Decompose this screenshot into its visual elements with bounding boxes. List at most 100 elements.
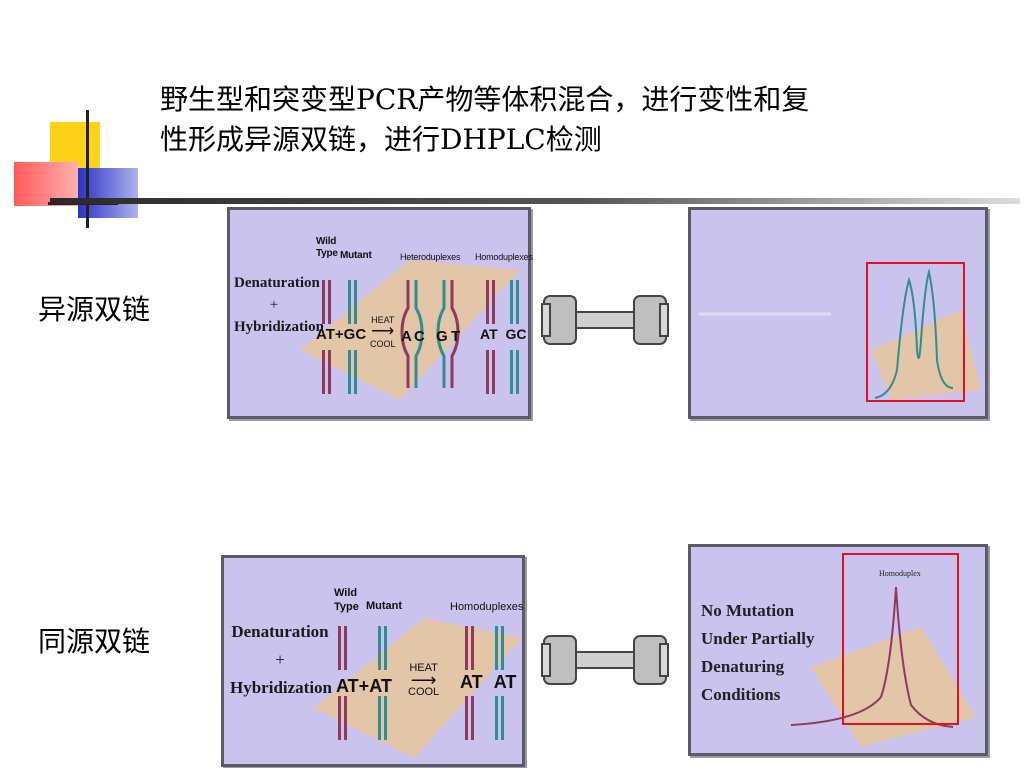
connector-left-ring [541,303,551,337]
homoduplex-strand [495,696,498,740]
connector-left-ring [541,643,551,677]
denaturation-label: Denaturation [231,622,329,641]
wild-strand [328,280,331,324]
homoduplex-strand [492,280,495,324]
hybridization-label: Hybridization [234,319,325,335]
wild-word: Wild [316,236,337,247]
base-t: T [451,328,461,345]
orange-plane [314,618,522,758]
mutant-strand [378,696,381,740]
gc-label: GC [505,326,527,342]
heat-label: HEAT [409,662,438,674]
arrow-glyph: ⟶ [371,323,395,340]
no-mutation-conditions-text: No Mutation Under Partially Denaturing C… [701,597,814,709]
cool-label: COOL [408,686,440,698]
heteroduplex-formation-panel: Denaturation + Hybridization Wild Type M… [227,207,533,419]
orange-plane [871,310,981,400]
homoduplex-strand [471,626,474,670]
page-title: 野生型和突变型PCR产物等体积混合，进行变性和复 性形成异源双链，进行DHPLC… [160,80,960,160]
wild-word: Wild [334,587,358,599]
wild-strand [344,696,347,740]
base-g: G [436,328,448,345]
wild-strand [322,350,325,394]
homoduplex-strand [516,350,519,394]
cool-label: COOL [370,339,396,349]
homoduplex-chromatogram [790,553,976,747]
single-peak-trace [790,586,954,728]
denaturation-label: Denaturation [234,275,320,291]
at-label: AT [316,326,335,343]
arrow-glyph: ⟶ [410,670,437,690]
homoduplex-strand [492,350,495,394]
title-line-1: 野生型和突变型PCR产物等体积混合，进行变性和复 [160,83,810,116]
homoduplex-formation-panel: Denaturation + Hybridization Wild Type M… [221,555,525,767]
homoduplexes-label: Homoduplexes [475,252,533,262]
heteroduplex-strand-gt [436,280,446,388]
plus-label: + [275,650,285,669]
orange-plane [811,627,976,747]
connector-right-ring [659,643,669,677]
homoduplex-chromatogram-panel: Homoduplex No Mutation Under Partially D… [688,544,988,756]
wild-strand [344,626,347,670]
homoduplex-diagram [314,618,522,758]
heteroduplex-strand-ac [400,280,410,388]
wild-strand [338,696,341,740]
at-label: AT [460,672,483,692]
logo-decoration [10,110,160,230]
heteroduplex-strand-gt [450,280,460,388]
wild-type-label: Wild Type [334,586,359,614]
homoduplexes-label: Homoduplexes [450,601,524,613]
homoduplex-strand [486,280,489,324]
connector-tube [575,651,635,669]
plus-sign: + [358,676,370,696]
homoduplex-strand [501,696,504,740]
mutant-strand [378,626,381,670]
type-word: Type [334,601,359,613]
connector-tube [575,311,635,329]
heteroduplex-strand-ac [414,280,424,388]
mutant-strand [348,350,351,394]
homoduplex-row-label: 同源双链 [38,625,151,658]
wild-strand [322,280,325,324]
top-base-row: AT+GC [316,326,366,343]
logo-vertical-line [86,110,89,228]
homoduplex-strand [516,280,519,324]
mutant-strand [354,350,357,394]
double-peak-trace [874,268,954,399]
homoduplex-strand [465,696,468,740]
plus-label: + [269,297,279,313]
bottom-base-row: AT+AT [336,676,392,697]
title-divider [50,198,1020,204]
base-a: A [401,328,412,345]
heteroduplexes-label: Heteroduplexes [400,252,461,262]
homoduplex-strand [465,626,468,670]
condition-line-2: Under Partially [701,629,815,648]
heteroduplex-diagram [300,260,520,400]
at-label: AT [480,326,498,342]
mutant-strand [384,696,387,740]
denaturation-hybridization-text: Denaturation + Hybridization [234,272,325,338]
column-connector-icon [541,635,669,685]
type-word: Type [316,248,338,259]
heteroduplex-chromatogram [699,262,981,402]
homoduplex-peak-label: Homoduplex [879,569,921,578]
heat-cool-arrow: HEAT ⟶ COOL [408,662,439,698]
homoduplex-strand [471,696,474,740]
mutant-label: Mutant [340,250,372,261]
heteroduplex-row-label: 异源双链 [38,293,151,326]
homoduplex-bases: AT AT [460,672,516,693]
mutant-strand [354,280,357,324]
homoduplex-strand [495,626,498,670]
denaturation-hybridization-text: Denaturation + Hybridization [230,618,332,702]
highlight-box [866,262,965,402]
heat-cool-arrow: HEAT ⟶ COOL [370,314,396,350]
column-connector-icon [541,295,669,345]
condition-line-4: Conditions [701,685,781,704]
base-c: C [414,328,425,345]
heat-label: HEAT [371,315,395,325]
highlight-box [842,553,959,725]
wild-strand [338,626,341,670]
plus-sign: + [334,326,344,343]
condition-line-1: No Mutation [701,601,795,620]
at-label: AT [336,676,359,696]
